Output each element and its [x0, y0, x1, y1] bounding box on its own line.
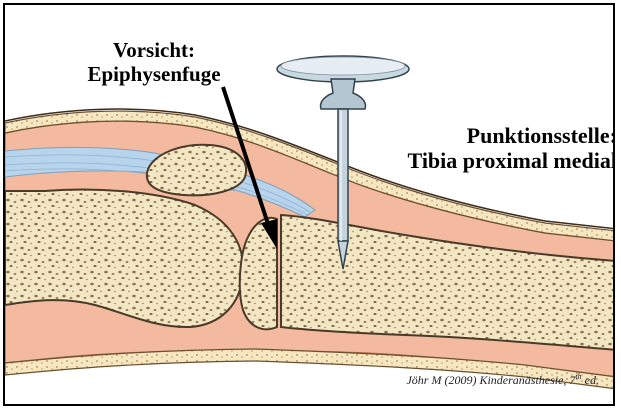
- site-line-2: Tibia proximal medial: [397, 148, 615, 173]
- puncture-site-label: Punktionsstelle: Tibia proximal medial: [397, 123, 615, 174]
- warning-line-1: Vorsicht:: [69, 38, 239, 62]
- citation-suffix: ed.: [582, 373, 599, 387]
- figure-frame: Vorsicht: Epiphysenfuge Punktionsstelle:…: [3, 3, 615, 406]
- citation-main: Jöhr M (2009) Kinderanästhesie, 7: [406, 373, 575, 387]
- site-line-1: Punktionsstelle:: [397, 123, 615, 148]
- growth-plate-warning-label: Vorsicht: Epiphysenfuge: [69, 38, 239, 86]
- citation: Jöhr M (2009) Kinderanästhesie, 7th ed.: [406, 372, 599, 388]
- warning-line-2: Epiphysenfuge: [69, 62, 239, 86]
